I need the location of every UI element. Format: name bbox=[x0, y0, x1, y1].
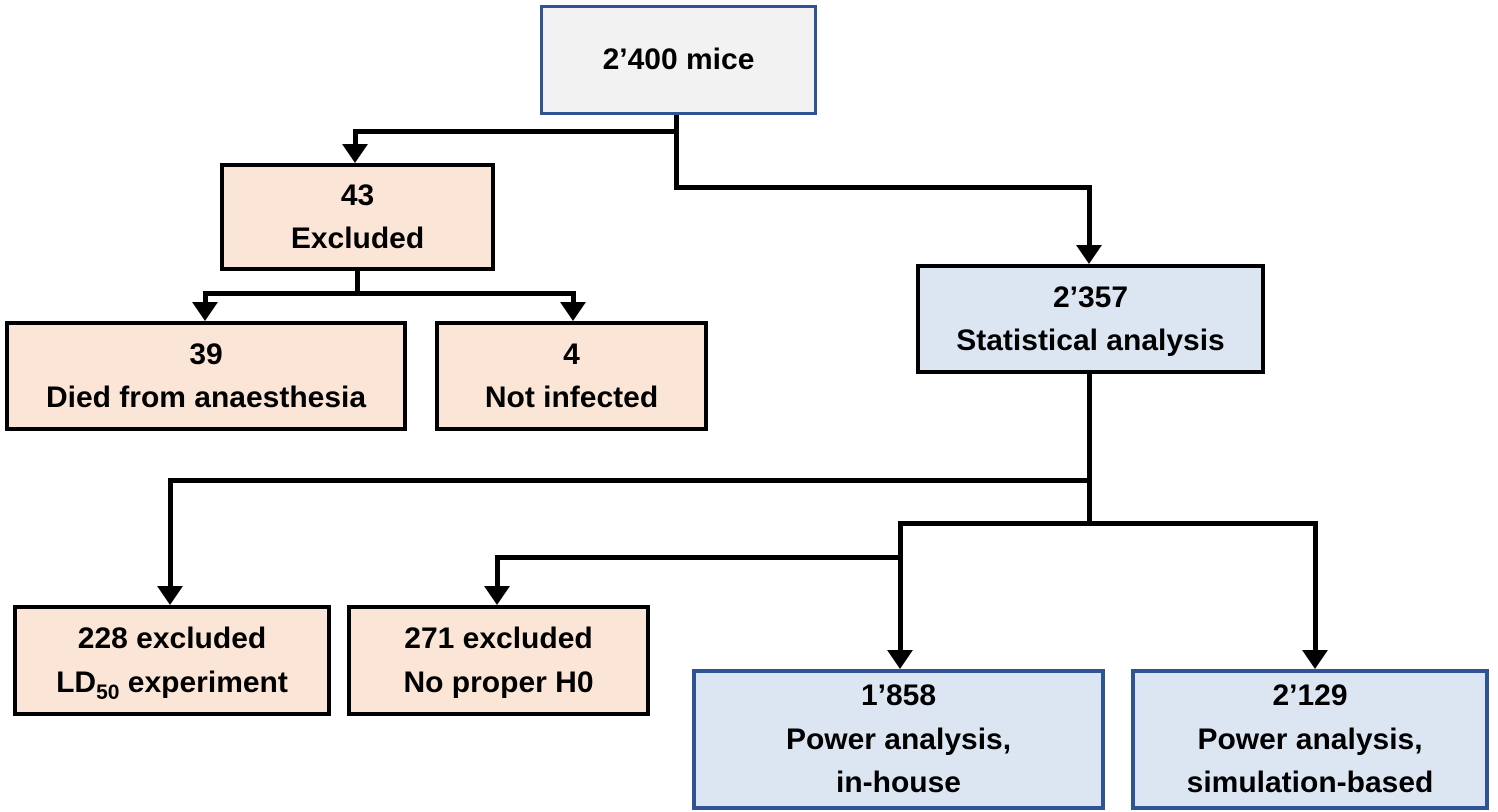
box-total-mice: 2’400 mice bbox=[540, 5, 817, 115]
connector-statistical-stem bbox=[1087, 373, 1092, 526]
connector-died-drop bbox=[203, 291, 208, 306]
connector-excluded-stem bbox=[355, 271, 360, 296]
connector-ld50-branch bbox=[168, 478, 1092, 483]
arrowhead-statistical bbox=[1076, 245, 1102, 264]
box-power-simulation: 2’129 Power analysis, simulation-based bbox=[1131, 669, 1489, 810]
box-not-infected-label: Not infected bbox=[484, 381, 659, 414]
box-power-inhouse: 1’858 Power analysis, in-house bbox=[692, 669, 1105, 810]
box-no-proper-h0-count: 271 excluded bbox=[404, 622, 593, 655]
box-statistical-analysis-label: Statistical analysis bbox=[956, 324, 1225, 357]
box-not-infected: 4 Not infected bbox=[435, 321, 708, 431]
box-statistical-analysis-count: 2’357 bbox=[1052, 280, 1129, 314]
connector-power-spread bbox=[898, 521, 1318, 526]
box-power-inhouse-count: 1’858 bbox=[860, 679, 937, 713]
box-power-simulation-count: 2’129 bbox=[1272, 679, 1348, 713]
box-no-proper-h0-label: No proper H0 bbox=[403, 665, 594, 699]
connector-notinfected-drop bbox=[571, 291, 576, 306]
box-ld50-excluded: 228 excluded LD50 experiment bbox=[13, 605, 331, 716]
box-excluded-label: Excluded bbox=[290, 222, 425, 255]
arrowhead-simulation bbox=[1302, 650, 1328, 669]
box-power-simulation-label2: simulation-based bbox=[1186, 766, 1434, 800]
box-total-mice-label: 2’400 mice bbox=[602, 43, 755, 77]
arrowhead-excluded bbox=[342, 144, 368, 163]
arrowhead-notinfected bbox=[560, 302, 586, 321]
connector-inhouse-drop bbox=[898, 521, 903, 652]
connector-excluded-drop bbox=[353, 129, 358, 151]
connector-excluded-spread bbox=[203, 291, 576, 296]
connector-total-right-branch bbox=[674, 185, 1092, 190]
box-died-anaesthesia: 39 Died from anaesthesia bbox=[5, 321, 407, 431]
arrowhead-ld50 bbox=[157, 586, 183, 605]
box-ld50-excluded-label: LD50 experiment bbox=[56, 665, 288, 704]
connector-total-stem bbox=[674, 113, 679, 190]
box-died-anaesthesia-count: 39 bbox=[189, 337, 223, 371]
box-power-simulation-label1: Power analysis, bbox=[1197, 722, 1423, 756]
box-not-infected-count: 4 bbox=[563, 337, 580, 371]
box-statistical-analysis: 2’357 Statistical analysis bbox=[916, 264, 1265, 374]
box-excluded: 43 Excluded bbox=[220, 163, 495, 271]
connector-total-left-branch bbox=[353, 129, 679, 134]
connector-simulation-drop bbox=[1313, 521, 1318, 652]
box-died-anaesthesia-label: Died from anaesthesia bbox=[45, 381, 367, 414]
connector-statistical-drop bbox=[1087, 185, 1092, 249]
box-no-proper-h0: 271 excluded No proper H0 bbox=[347, 605, 650, 716]
box-power-inhouse-label1: Power analysis, bbox=[785, 722, 1012, 756]
box-power-inhouse-label2: in-house bbox=[836, 766, 961, 800]
connector-ld50-drop bbox=[168, 478, 173, 590]
arrowhead-noh0 bbox=[484, 586, 510, 605]
box-ld50-excluded-count: 228 excluded bbox=[77, 622, 267, 655]
connector-noh0-drop bbox=[495, 555, 500, 590]
arrowhead-died bbox=[192, 302, 218, 321]
arrowhead-inhouse bbox=[887, 650, 913, 669]
ld50-subscript: 50 bbox=[96, 680, 120, 704]
connector-noh0-branch bbox=[495, 555, 903, 560]
box-excluded-count: 43 bbox=[340, 178, 375, 212]
